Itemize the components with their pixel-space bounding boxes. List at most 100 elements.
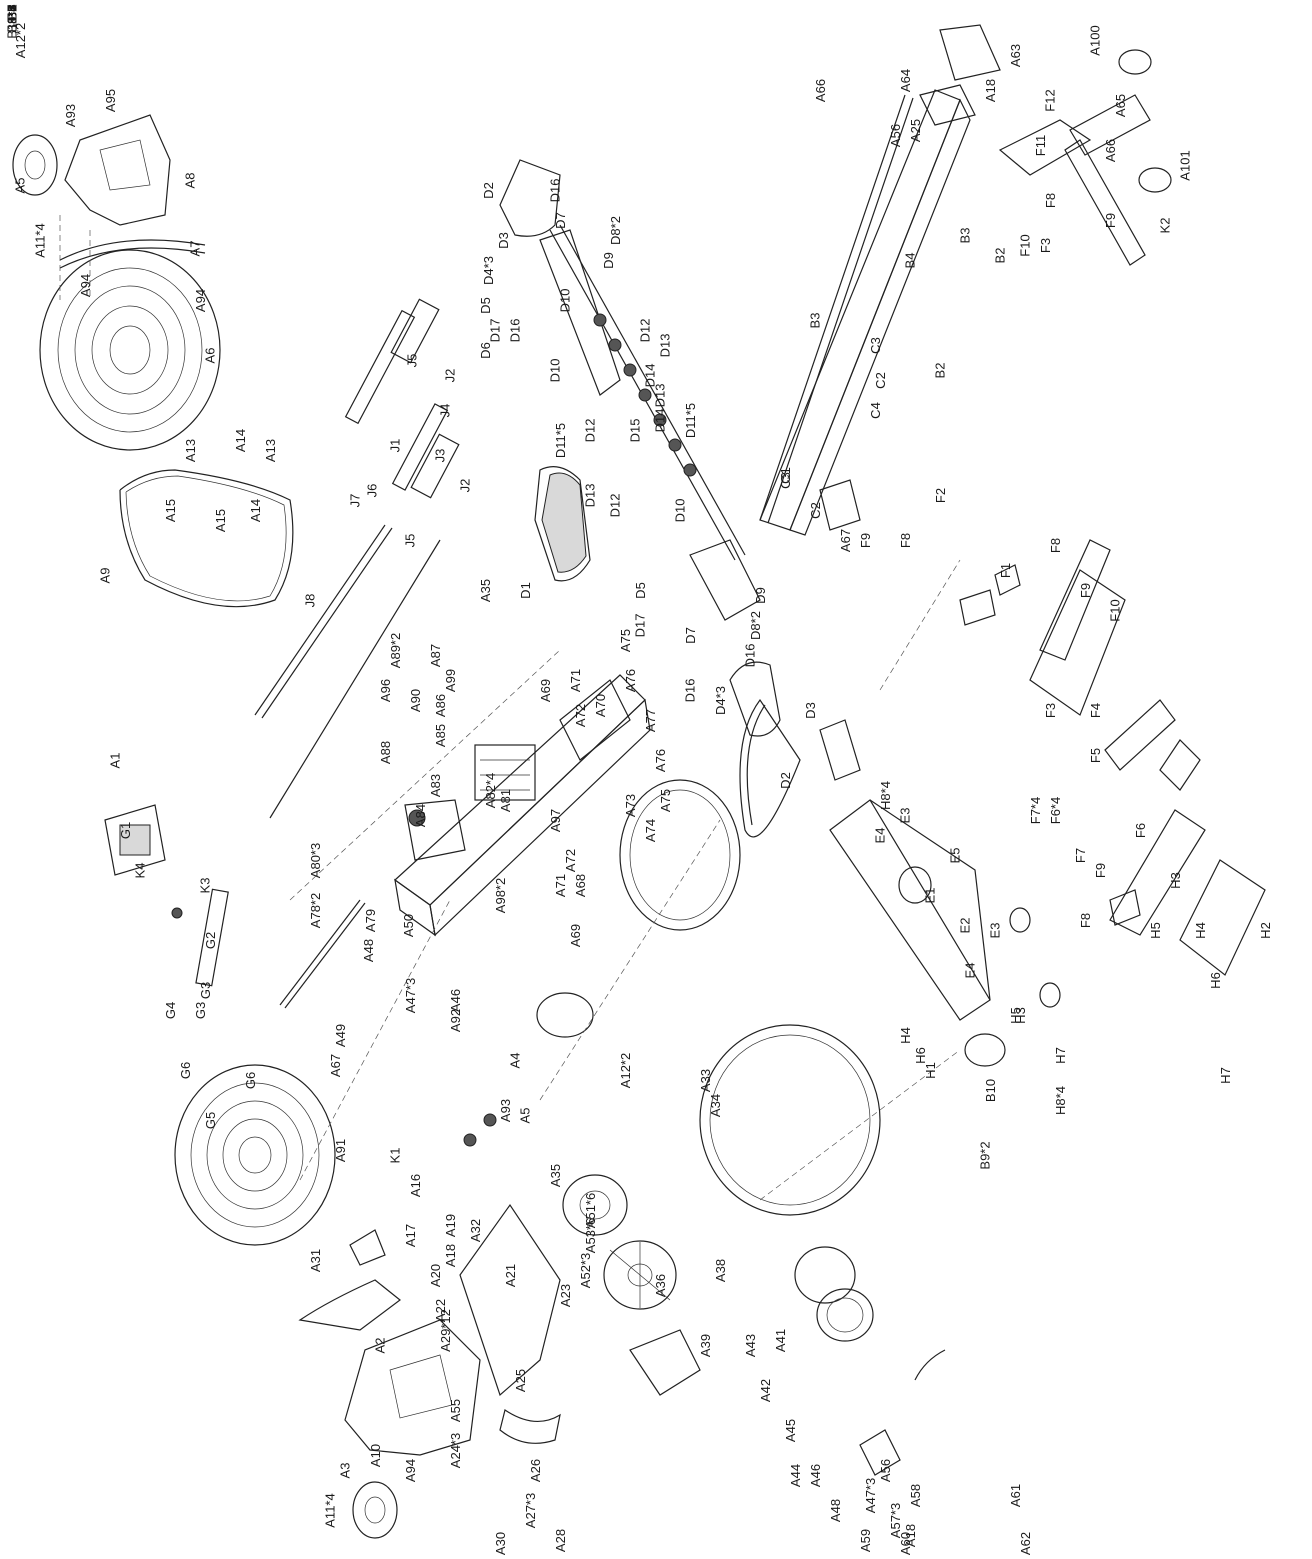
part-label: D9 — [752, 586, 768, 604]
part-label: H6 — [1207, 971, 1223, 989]
part-label: D11*5 — [552, 422, 568, 458]
part-label: F11 — [1032, 134, 1048, 156]
part-label: F3 — [1042, 702, 1058, 718]
part-label: C3 — [777, 471, 793, 489]
part-label: D10 — [547, 358, 563, 382]
part-label: A15 — [162, 498, 178, 522]
part-label: A19 — [442, 1213, 458, 1237]
part-label: A94 — [77, 273, 93, 297]
part-label: A87 — [427, 643, 443, 667]
part-label: C4 — [867, 401, 883, 419]
part-label: A30 — [492, 1531, 508, 1556]
part-label: D11*5 — [682, 402, 698, 438]
part-label: E2 — [957, 917, 973, 933]
part-label: A49 — [332, 1023, 348, 1047]
part-label: A94 — [192, 288, 208, 312]
part-label: A94 — [402, 1458, 418, 1482]
part-label: A72 — [562, 848, 578, 872]
part-label: B3 — [957, 227, 973, 243]
part-label: C3 — [867, 336, 883, 354]
part-label: A86 — [432, 693, 448, 717]
part-label: A4 — [507, 1052, 523, 1068]
part-label: A69 — [567, 923, 583, 947]
part-label: J2 — [442, 368, 458, 382]
part-label: D8*2 — [747, 610, 763, 640]
part-label: A34 — [707, 1093, 723, 1117]
part-label: A47*3 — [402, 977, 418, 1013]
flywheel-assembly — [536, 698, 946, 1476]
part-label: A75 — [617, 628, 633, 652]
part-label: A8 — [182, 172, 198, 188]
part-label: A60 — [897, 1531, 913, 1556]
part-label: A5 — [12, 177, 28, 193]
part-label: A61 — [1007, 1483, 1023, 1507]
part-label: G6 — [177, 1061, 193, 1079]
part-label: D16 — [742, 643, 758, 667]
part-label: A95 — [102, 88, 118, 112]
part-label: D7 — [682, 626, 698, 644]
part-label: F1 — [997, 562, 1013, 578]
part-label: A78*2 — [307, 892, 323, 928]
part-label: D16 — [682, 678, 698, 702]
part-label: D6 — [477, 341, 493, 359]
part-label: H8*4 — [1052, 1085, 1068, 1115]
part-label: D7 — [552, 211, 568, 229]
part-label: F10 — [1017, 233, 1033, 257]
part-label: J5 — [402, 533, 418, 547]
part-label: A14 — [232, 428, 248, 452]
part-label: F6*4 — [1047, 796, 1063, 824]
part-label: A18 — [442, 1243, 458, 1267]
part-label: A33 — [697, 1068, 713, 1092]
part-label: A47*3 — [862, 1477, 878, 1513]
part-label: J6 — [364, 483, 380, 497]
part-label: J5 — [404, 353, 420, 367]
part-label: J1 — [387, 438, 403, 452]
part-label: A27*3 — [522, 1492, 538, 1528]
part-label: B2 — [932, 362, 948, 378]
part-label: F7*4 — [1027, 796, 1043, 824]
console-g1 — [104, 804, 366, 1009]
part-label: H4 — [1192, 921, 1208, 939]
part-label: D9 — [600, 251, 616, 269]
part-label: A13 — [182, 438, 198, 462]
part-label: G4 — [162, 1001, 178, 1019]
part-label: A88 — [377, 740, 393, 764]
part-label: A18 — [982, 78, 998, 102]
part-label: G1 — [117, 821, 133, 839]
part-label: A69 — [537, 678, 553, 702]
part-label: A7 — [187, 240, 203, 256]
part-label: A101 — [1177, 149, 1193, 181]
part-label: A66 — [1102, 138, 1118, 162]
part-label: D10 — [557, 288, 573, 312]
part-label: A64 — [897, 68, 913, 92]
part-label: J2 — [457, 478, 473, 492]
part-label: A76 — [652, 748, 668, 772]
part-label: A53*6 — [582, 1217, 598, 1253]
part-label: D13 — [582, 483, 598, 507]
part-label: C2 — [807, 501, 823, 519]
part-label: A56 — [887, 123, 903, 147]
part-label: A15 — [212, 508, 228, 532]
part-label: A93 — [497, 1098, 513, 1122]
part-label: A84 — [412, 803, 428, 827]
part-label: A32 — [467, 1218, 483, 1242]
part-label: B9*2 — [977, 1140, 993, 1170]
left-rear-cover-assembly — [12, 114, 294, 608]
part-label: A58 — [907, 1483, 923, 1507]
part-label: A90 — [407, 688, 423, 712]
part-label: A48 — [360, 938, 376, 962]
part-label: A44 — [787, 1463, 803, 1487]
part-label: A71 — [552, 873, 568, 897]
part-label: D16 — [507, 318, 523, 342]
part-label: A17 — [402, 1223, 418, 1247]
main-frame-a1 — [394, 674, 651, 937]
part-label: A79 — [362, 908, 378, 932]
part-label: D14 — [652, 408, 668, 432]
part-label: A35 — [477, 578, 493, 602]
part-label: F8 — [1047, 537, 1063, 553]
part-label: A36 — [652, 1273, 668, 1297]
part-label: D8*2 — [607, 215, 623, 245]
part-label: A26 — [527, 1458, 543, 1482]
part-label: F2 — [932, 487, 948, 503]
